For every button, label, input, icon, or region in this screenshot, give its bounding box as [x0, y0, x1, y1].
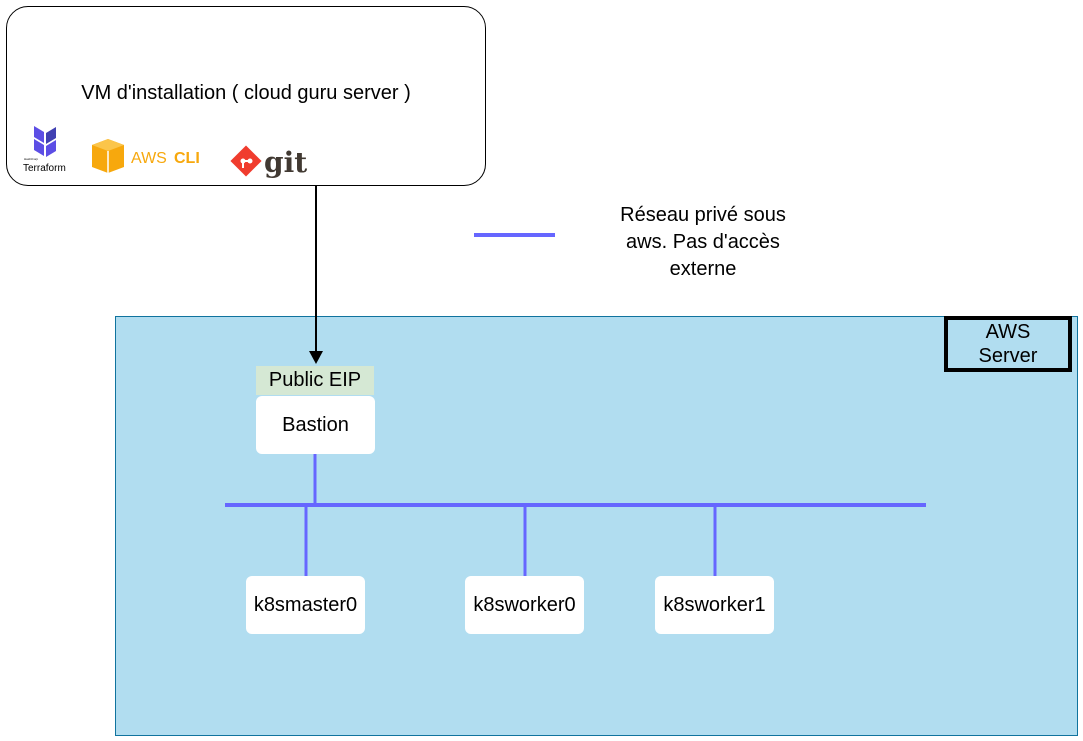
legend-line-2: aws. Pas d'accès	[626, 231, 780, 253]
aws-cli-icon: AWS CLI	[92, 139, 200, 173]
git-logo: git	[230, 144, 312, 182]
terraform-caption: Terraform	[23, 163, 66, 174]
aws-cli-logo: AWS CLI	[90, 137, 210, 175]
aws-label-line1: AWS	[985, 321, 1031, 343]
public-eip-label: Public EIP	[256, 366, 374, 395]
terraform-logo: HashiCorp Terraform	[22, 126, 78, 176]
aws-cli-suffix: CLI	[174, 150, 200, 167]
vm-title: VM d'installation ( cloud guru server )	[81, 82, 411, 104]
aws-label-line2: Server	[978, 345, 1038, 367]
legend-text: Réseau privé sous aws. Pas d'accès exter…	[590, 202, 816, 283]
aws-cli-prefix: AWS	[131, 150, 167, 167]
git-icon: git	[230, 145, 307, 179]
arrow-head	[309, 351, 323, 364]
terraform-caption-top: HashiCorp	[24, 157, 39, 161]
aws-server-label: AWS Server	[944, 316, 1072, 372]
git-text: git	[264, 146, 307, 179]
legend-line-1: Réseau privé sous	[620, 204, 786, 226]
legend-line-3: externe	[669, 258, 737, 280]
vm-to-bastion-arrow	[315, 183, 366, 356]
k8sworker0-node[interactable]: k8sworker0	[465, 576, 584, 634]
k8smaster0-node[interactable]: k8smaster0	[246, 576, 365, 634]
terraform-icon: HashiCorp Terraform	[23, 126, 66, 174]
bastion-node[interactable]: Bastion	[256, 396, 375, 454]
k8sworker1-node[interactable]: k8sworker1	[655, 576, 774, 634]
